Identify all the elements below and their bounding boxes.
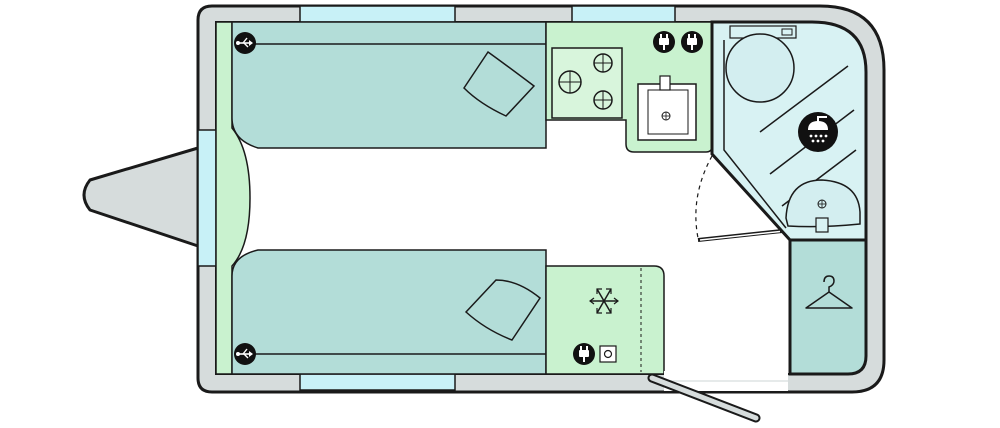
shower-disc: [798, 112, 838, 152]
snowflake-tip: [596, 288, 612, 314]
window-front: [197, 129, 217, 267]
shower-screen: [723, 40, 787, 229]
snowflake-tip: [589, 297, 619, 305]
snowflake-tip: [596, 288, 612, 314]
shower-pipe: [817, 117, 819, 122]
washroom-door-leaf-inner: [699, 230, 781, 241]
tv-aerial-point-icon: [599, 345, 617, 363]
tv-point-box: [599, 345, 617, 363]
snowflake-arm: [596, 288, 612, 314]
entrance-door[interactable]: [647, 371, 788, 423]
toilet-flush: [781, 28, 793, 36]
usb-branch: [243, 42, 249, 48]
basin-tap: [815, 217, 829, 233]
window-top-right: [571, 5, 676, 23]
fridge-counter: [545, 265, 665, 375]
shower-drop: [824, 134, 828, 138]
socket-cable: [663, 45, 665, 50]
window-bottom: [299, 373, 456, 391]
socket-plug: [687, 38, 697, 45]
usb-branch: [242, 348, 248, 355]
socket-cable: [691, 45, 693, 50]
pillow-top: [463, 50, 536, 117]
hanger-hook: [823, 275, 835, 292]
washroom-door[interactable]: [695, 155, 783, 242]
usb-tip: [236, 41, 240, 45]
shower-pipe: [817, 116, 827, 118]
sink-tap: [659, 75, 671, 91]
bed-bottom: [231, 249, 547, 375]
socket-plug: [579, 350, 589, 357]
shower-head: [808, 121, 828, 130]
hob-burners-icon: [558, 53, 613, 110]
power-socket-icon: [653, 31, 675, 53]
socket-pin: [666, 34, 668, 38]
shower-drop: [819, 134, 823, 138]
shower-drop: [816, 139, 820, 143]
sink-icon: [637, 75, 697, 141]
shower-drop: [821, 139, 825, 143]
toilet-icon: [725, 25, 797, 103]
snowflake-icon: [589, 288, 619, 314]
window-top-left: [299, 5, 456, 23]
shower-drop: [814, 134, 818, 138]
usb-branch: [242, 37, 248, 44]
wardrobe: [788, 238, 868, 376]
usb-tip: [236, 352, 240, 356]
wardrobe-unit: [788, 238, 868, 376]
socket-plug: [659, 38, 669, 45]
toilet-bowl: [725, 33, 795, 103]
washroom: [710, 20, 868, 242]
bed-top-frame: [231, 21, 547, 149]
socket-pin: [580, 346, 582, 350]
usb-icon: [234, 32, 256, 54]
power-socket-icon: [681, 31, 703, 53]
socket-cable: [583, 357, 585, 362]
shower-drop: [809, 134, 813, 138]
socket-pin: [660, 34, 662, 38]
usb-arrow: [249, 351, 253, 357]
washroom-door-swing: [695, 155, 713, 239]
shower-drop: [811, 139, 815, 143]
hanger-body: [805, 291, 853, 309]
tow-a-frame: [82, 146, 200, 248]
fridge-unit: [545, 265, 665, 375]
socket-pin: [586, 346, 588, 350]
shower-tray-line: [759, 65, 849, 133]
socket-pin: [688, 34, 690, 38]
usb-branch: [243, 353, 249, 359]
coat-hanger-icon: [805, 275, 853, 309]
power-socket-icon: [573, 343, 595, 365]
usb-icon: [234, 343, 256, 365]
usb-arrow: [249, 40, 253, 46]
washbasin-icon: [785, 179, 861, 233]
bed-top: [231, 21, 547, 149]
socket-pin: [694, 34, 696, 38]
pillow-bottom: [464, 279, 542, 341]
bed-bottom-frame: [231, 249, 547, 375]
kitchen-unit: [545, 21, 713, 153]
shower-icon: [798, 112, 838, 152]
entrance-door-leaf-inner: [649, 375, 759, 421]
tv-point-socket: [603, 349, 613, 359]
